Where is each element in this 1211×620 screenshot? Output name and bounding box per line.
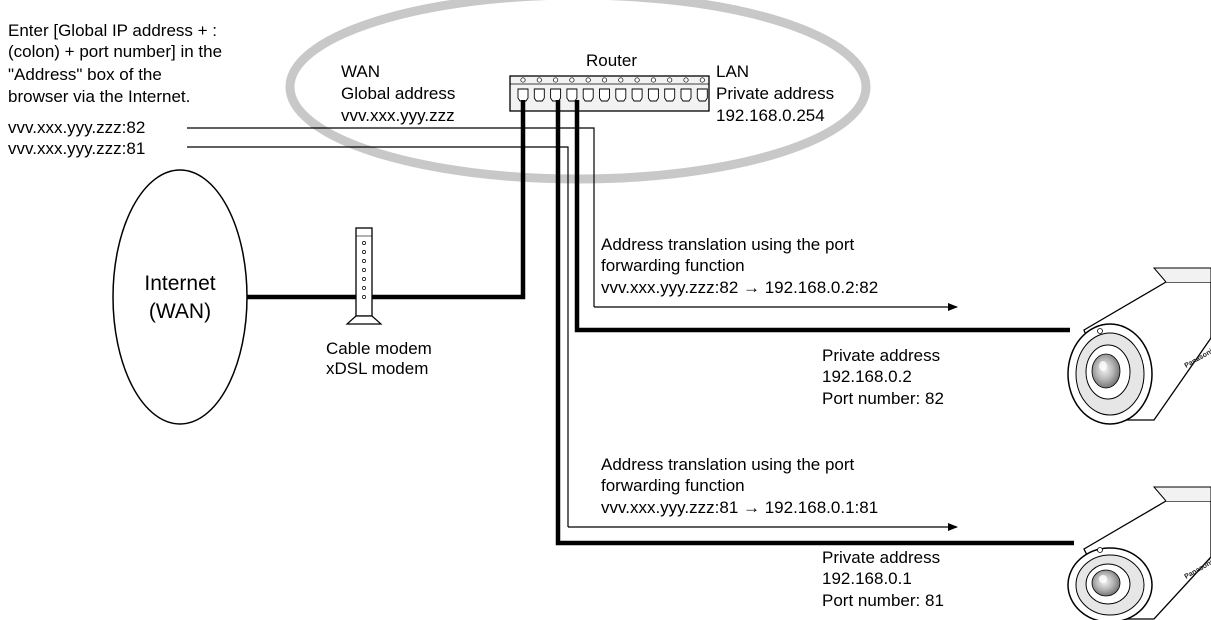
router-led-icon bbox=[699, 77, 705, 83]
lan-address: 192.168.0.254 bbox=[716, 106, 825, 125]
translation-upper-line1: Address translation using the port bbox=[601, 235, 855, 254]
router-port-icon bbox=[533, 88, 545, 102]
router-port-icon bbox=[566, 88, 578, 102]
wan-label: WAN bbox=[341, 62, 380, 81]
cable-router-camera-lower bbox=[555, 100, 1074, 546]
camera-lower-label: Private address bbox=[822, 548, 940, 567]
router-port-icon bbox=[550, 88, 562, 102]
router-port-icon bbox=[582, 88, 594, 102]
router-port-icon bbox=[680, 88, 692, 102]
router-led-icon bbox=[634, 77, 640, 83]
lan-sub-label: Private address bbox=[716, 84, 834, 103]
network-camera-upper-icon: Panasonic bbox=[1067, 267, 1211, 425]
translation-upper-line3: vvv.xxx.yyy.zzz:82 → 192.168.0.2:82 bbox=[601, 278, 878, 297]
router-ports bbox=[517, 77, 708, 102]
modem-device bbox=[345, 227, 383, 325]
cable-router-modem bbox=[247, 100, 526, 300]
cable-router-camera-upper bbox=[574, 100, 1070, 333]
translation-lower-line1: Address translation using the port bbox=[601, 455, 855, 474]
internet-sub-label: (WAN) bbox=[149, 300, 211, 323]
router-label: Router bbox=[586, 51, 637, 70]
camera-upper-label: Private address bbox=[822, 346, 940, 365]
camera-upper-port: Port number: 82 bbox=[822, 389, 944, 408]
router-led-icon bbox=[585, 77, 591, 83]
network-camera-lower-icon: Panasonic bbox=[1067, 486, 1211, 620]
camera-lower-address: 192.168.0.1 bbox=[822, 569, 912, 588]
path-port-82 bbox=[187, 127, 595, 307]
router-port-icon bbox=[647, 88, 659, 102]
url-port-82: vvv.xxx.yyy.zzz:82 bbox=[8, 118, 145, 137]
router-led-icon bbox=[536, 77, 542, 83]
url-port-81: vvv.xxx.yyy.zzz:81 bbox=[8, 139, 145, 158]
lan-label: LAN bbox=[716, 62, 749, 81]
instruction-line: Enter [Global IP address + : bbox=[8, 21, 217, 40]
instruction-line: browser via the Internet. bbox=[8, 87, 190, 106]
router-port-icon bbox=[631, 88, 643, 102]
router-led-icon bbox=[601, 77, 608, 83]
camera-upper-address: 192.168.0.2 bbox=[822, 367, 912, 386]
instruction-line: "Address" box of the bbox=[8, 65, 162, 84]
router-led-icon bbox=[618, 77, 624, 83]
camera-lower-port: Port number: 81 bbox=[822, 591, 944, 610]
internet-label: Internet bbox=[144, 272, 215, 295]
router-led-icon bbox=[650, 77, 656, 83]
router-led-icon bbox=[520, 77, 526, 83]
router-led-icon bbox=[569, 77, 575, 83]
router-port-icon bbox=[696, 88, 708, 102]
instruction-line: (colon) + port number] in the bbox=[8, 42, 222, 61]
router-device bbox=[509, 75, 710, 112]
modem-label: Cable modem bbox=[326, 339, 432, 358]
router-port-icon bbox=[599, 88, 610, 102]
instruction-text: Enter [Global IP address + : (colon) + p… bbox=[8, 21, 222, 106]
router-port-icon bbox=[664, 88, 676, 102]
router-led-icon bbox=[667, 77, 673, 83]
wan-sub-label: Global address bbox=[341, 84, 455, 103]
translation-lower-line3: vvv.xxx.yyy.zzz:81 → 192.168.0.1:81 bbox=[601, 498, 878, 517]
path-port-81 bbox=[187, 146, 569, 527]
modem-sub-label: xDSL modem bbox=[326, 359, 428, 378]
wan-address: vvv.xxx.yyy.zzz bbox=[341, 106, 455, 125]
router-led-icon bbox=[683, 77, 689, 83]
translation-upper-line2: forwarding function bbox=[601, 256, 745, 275]
router-port-icon bbox=[615, 88, 627, 102]
internet-cloud bbox=[112, 169, 248, 425]
router-led-icon bbox=[553, 77, 559, 83]
translation-lower-line2: forwarding function bbox=[601, 476, 745, 495]
router-port-icon bbox=[517, 88, 529, 102]
